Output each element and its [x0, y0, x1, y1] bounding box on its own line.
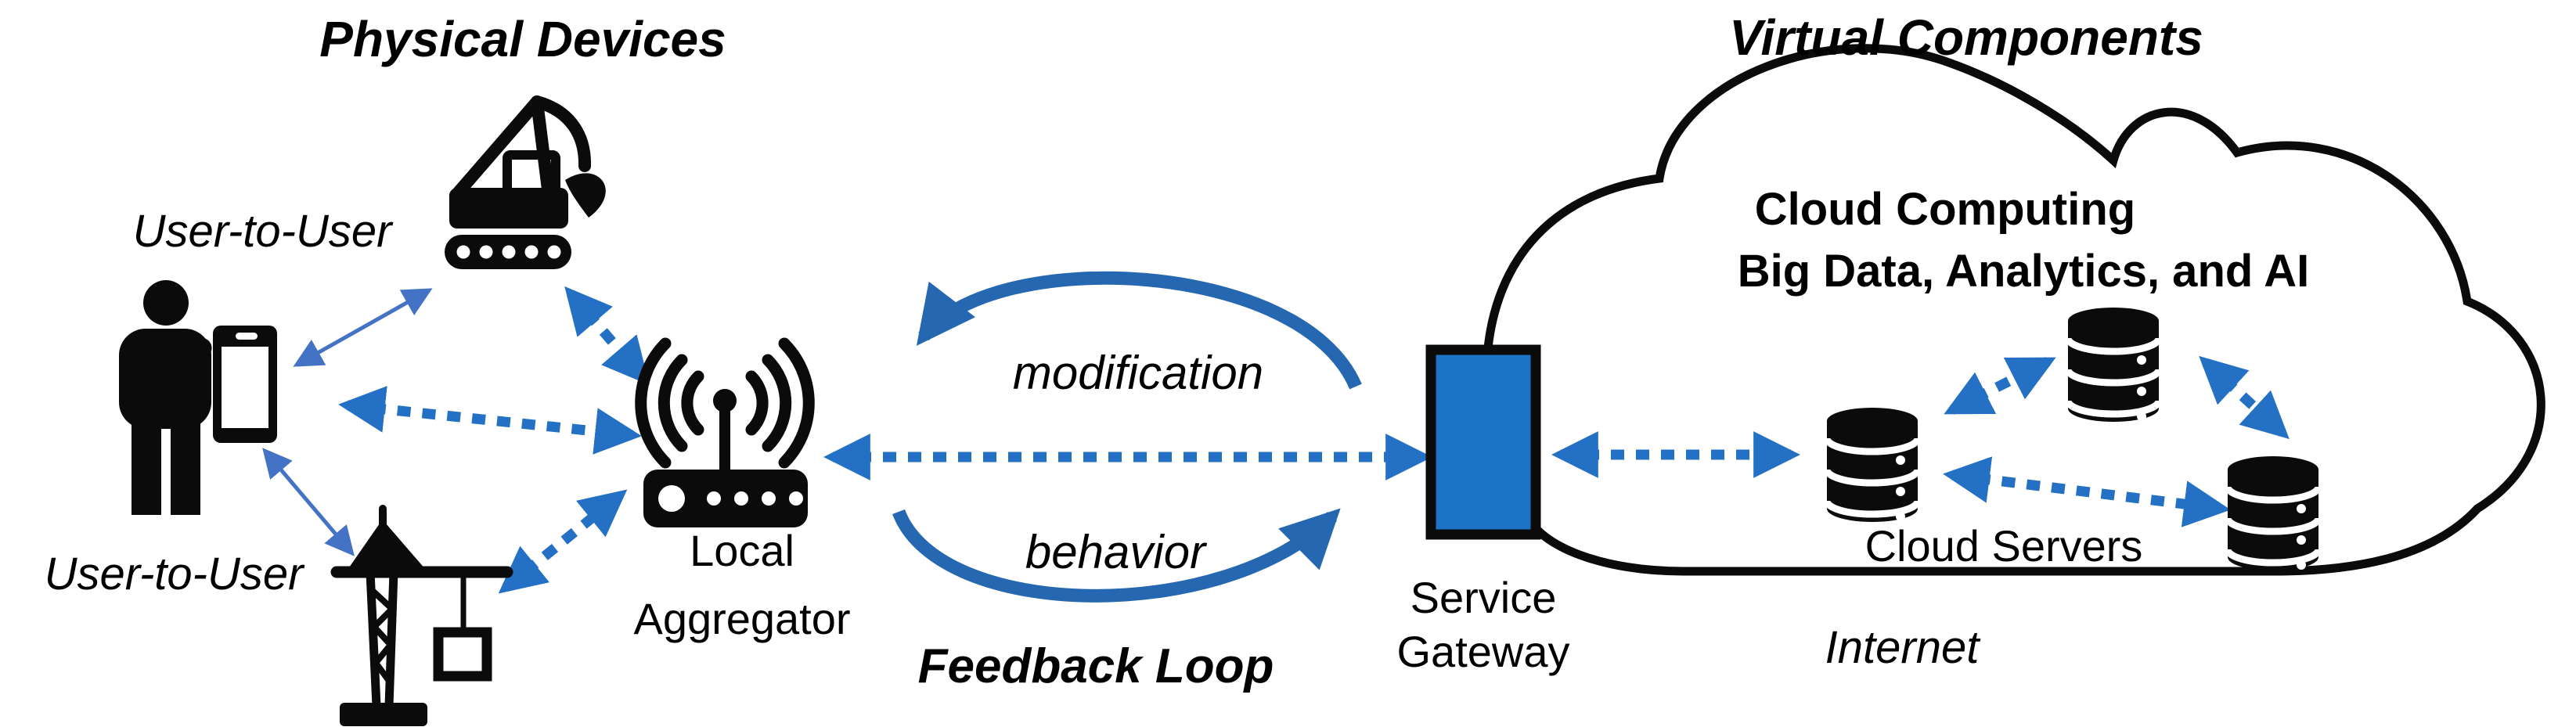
database-icon-left [1823, 408, 1922, 522]
physical-devices-title: Physical Devices [319, 11, 726, 67]
cloud-computing-label: Cloud Computing [1754, 184, 2136, 235]
user-to-user-label-bottom: User-to-User [44, 549, 304, 599]
arrow-person-aggregator [338, 386, 642, 455]
feedback-loop-label: Feedback Loop [917, 639, 1274, 693]
arrow-dbleft-dbright [1943, 456, 2231, 527]
local-aggregator-label-line2: Aggregator [633, 594, 851, 643]
modification-label: modification [1012, 347, 1264, 399]
arrow-dbtop-dbright [2199, 355, 2290, 440]
internet-label: Internet [1825, 622, 1980, 673]
database-icon-right [2224, 456, 2322, 570]
cloud-servers-label: Cloud Servers [1864, 521, 2143, 570]
cloud-outline [1483, 44, 2545, 576]
service-gateway-label-line1: Service [1410, 573, 1557, 622]
user-to-user-label-top: User-to-User [132, 206, 392, 257]
tower-crane-icon [330, 505, 513, 726]
behavior-arrow [892, 508, 1341, 603]
virtual-components-title: Virtual Components [1729, 9, 2203, 66]
arrow-excavator-aggregator [564, 286, 650, 386]
service-gateway-shape [1425, 344, 1541, 540]
modification-arrow [916, 271, 1362, 390]
wifi-router-icon [635, 337, 815, 527]
arrow-dbleft-dbtop [1944, 357, 2056, 415]
arrow-person-excavator [293, 288, 433, 367]
big-data-analytics-ai-label: Big Data, Analytics, and AI [1737, 246, 2310, 297]
database-icon-top [2064, 308, 2163, 422]
phone-icon [213, 326, 277, 443]
person-with-phone-icon [119, 280, 277, 515]
behavior-label: behavior [1025, 526, 1206, 578]
arrow-crane-aggregator [498, 489, 628, 594]
arrow-person-crane [262, 448, 355, 556]
local-aggregator-label-line1: Local [690, 526, 794, 575]
service-gateway-label-line2: Gateway [1396, 627, 1570, 676]
excavator-icon [445, 95, 606, 269]
